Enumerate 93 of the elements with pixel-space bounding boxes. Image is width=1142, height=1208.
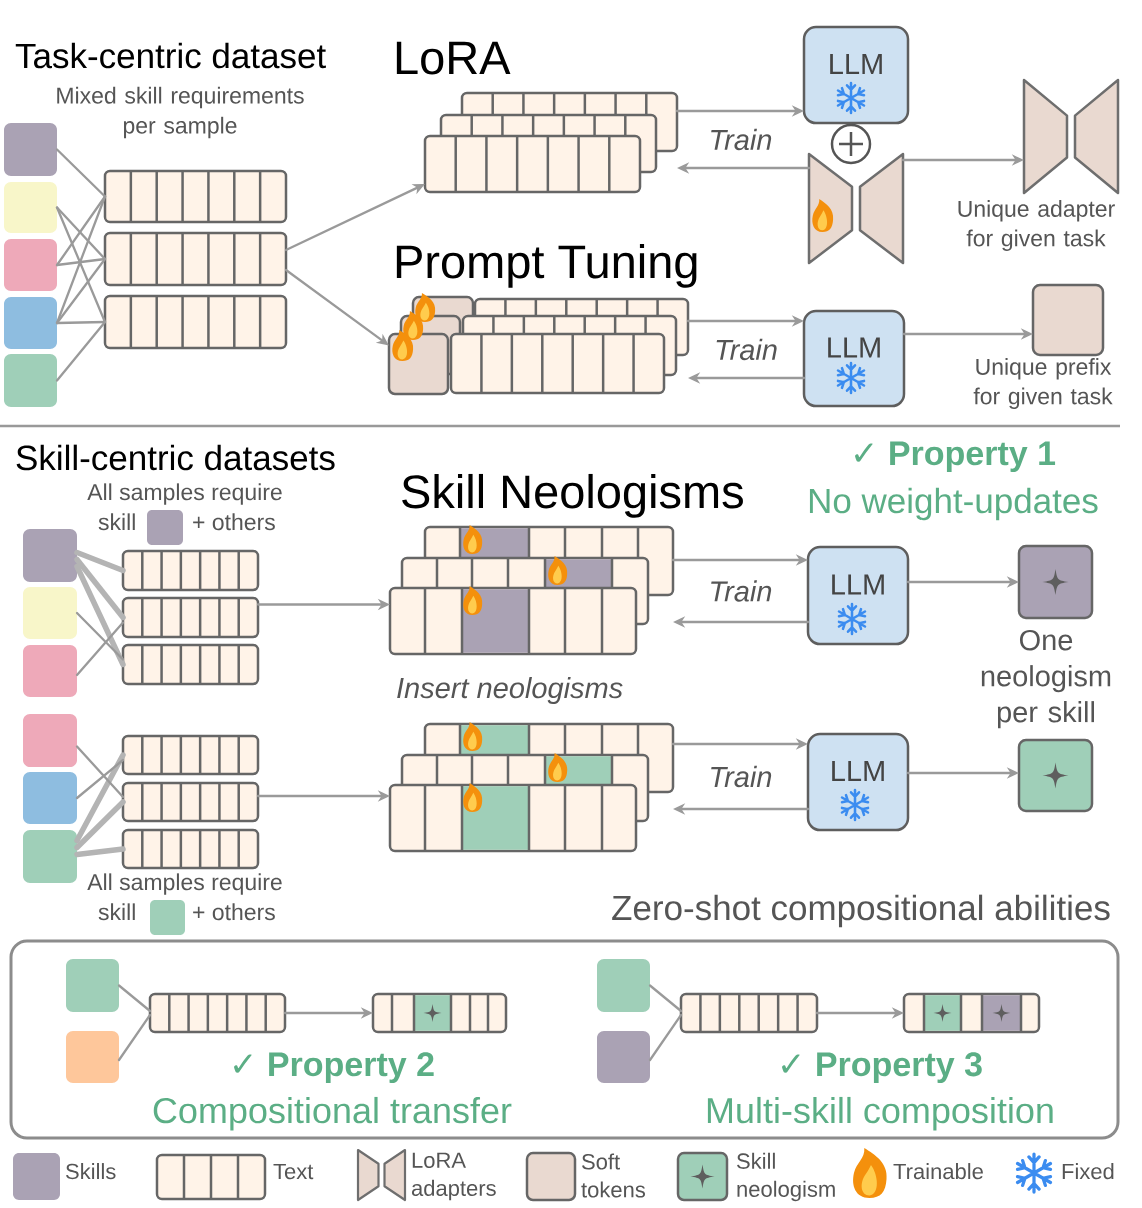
skill-square (66, 959, 119, 1012)
text-stack (388, 525, 675, 656)
method-title: Prompt Tuning (396, 243, 697, 288)
edge-label: Train (712, 336, 780, 363)
connector-line (75, 745, 125, 799)
legend-label: LoRA adapters (411, 1152, 496, 1201)
property-heading: ✓ Property 3 (782, 1052, 982, 1084)
section-title: Skill-centric datasets (16, 444, 335, 471)
node-label: Unique adapter for given task (958, 200, 1115, 251)
connector-line (75, 621, 125, 677)
neologism-token (1017, 738, 1094, 813)
connector-line (55, 320, 107, 382)
skill-square (66, 1031, 119, 1083)
skill-square (23, 529, 77, 582)
skill-square (23, 645, 77, 697)
skill-square (23, 714, 77, 767)
connector-line (55, 257, 107, 325)
text-row (121, 781, 260, 823)
edge-label: Train (706, 126, 775, 153)
annotation-text: + others (193, 903, 275, 921)
property-caption: Multi-skill composition (707, 1096, 1053, 1131)
legend-label: Fixed (1062, 1163, 1114, 1180)
section-title: Task-centric dataset (15, 42, 326, 69)
legend-label: Skills (66, 1163, 116, 1180)
llm-box: LLM (806, 545, 910, 646)
skill-square (597, 959, 650, 1012)
section-heading: Zero-shot compositional abilities (612, 894, 1110, 928)
text-row (121, 596, 260, 639)
text-row (121, 734, 260, 776)
text-stack (388, 722, 675, 853)
skill-square (23, 772, 77, 824)
neologism-token (1017, 544, 1094, 620)
skill-square (23, 830, 77, 883)
annotation-text: One neologism per skill (981, 629, 1111, 729)
text-row (371, 992, 508, 1034)
connector-line (55, 257, 107, 267)
step-label: Insert neologisms (397, 677, 623, 705)
text-row (902, 992, 1041, 1034)
llm-box: LLM (806, 732, 910, 832)
property-caption: Compositional transfer (153, 1096, 512, 1131)
connector-line (74, 563, 126, 668)
text-row (121, 828, 260, 870)
lora-adapter (807, 152, 905, 265)
node-label: Unique prefix for given task (973, 358, 1113, 409)
text-row (103, 169, 288, 224)
llm-box: LLM (802, 309, 906, 408)
property-heading: ✓ Property 1 (855, 441, 1056, 473)
annotation-text: skill (98, 903, 135, 921)
skill-square (4, 182, 57, 233)
connector-line (75, 611, 125, 661)
connector-line (74, 799, 126, 851)
skill-square (23, 587, 77, 639)
legend-label: Trainable (893, 1163, 983, 1180)
skill-square (4, 354, 57, 407)
skill-square (4, 123, 57, 176)
connector-line (74, 556, 126, 621)
text-row (148, 992, 287, 1034)
text-row (103, 294, 288, 350)
text-stack (423, 91, 679, 194)
legend-label: Text (273, 1163, 314, 1180)
text-row (121, 643, 260, 686)
property-heading: ✓ Property 2 (234, 1052, 434, 1084)
skill-square (4, 297, 57, 349)
legend-label: Skill neologism (737, 1152, 835, 1202)
subtitle: Mixed skill requirements per sample (57, 86, 304, 139)
annotation-text: All samples require (87, 873, 282, 895)
text-row (121, 549, 260, 592)
connector-line (55, 148, 107, 198)
property-caption: No weight-updates (809, 487, 1098, 521)
connector-line (75, 758, 125, 800)
skill-square (597, 1031, 650, 1083)
legend-label: Soft tokens (581, 1153, 645, 1198)
connector-line (74, 752, 126, 844)
connector-line (74, 549, 126, 574)
annotation-text: All samples require (87, 483, 282, 505)
text-row (103, 231, 288, 287)
token-stack (387, 295, 690, 396)
skill-square (4, 239, 57, 291)
connector-line (117, 984, 152, 1013)
connector-line (55, 320, 107, 325)
connector-line (55, 206, 107, 261)
connector-line (74, 846, 126, 858)
connector-line (117, 1013, 152, 1062)
edge-label: Train (706, 578, 775, 604)
connector-line (648, 984, 683, 1013)
connector-line (648, 1013, 683, 1062)
method-title: Skill Neologisms (402, 473, 743, 518)
text-row (679, 992, 819, 1034)
llm-box: LLM (802, 25, 910, 125)
edge-label: Train (706, 763, 775, 790)
annotation-text: + others (193, 513, 275, 531)
method-title: LoRA (396, 41, 511, 75)
annotation-text: skill (98, 513, 135, 531)
